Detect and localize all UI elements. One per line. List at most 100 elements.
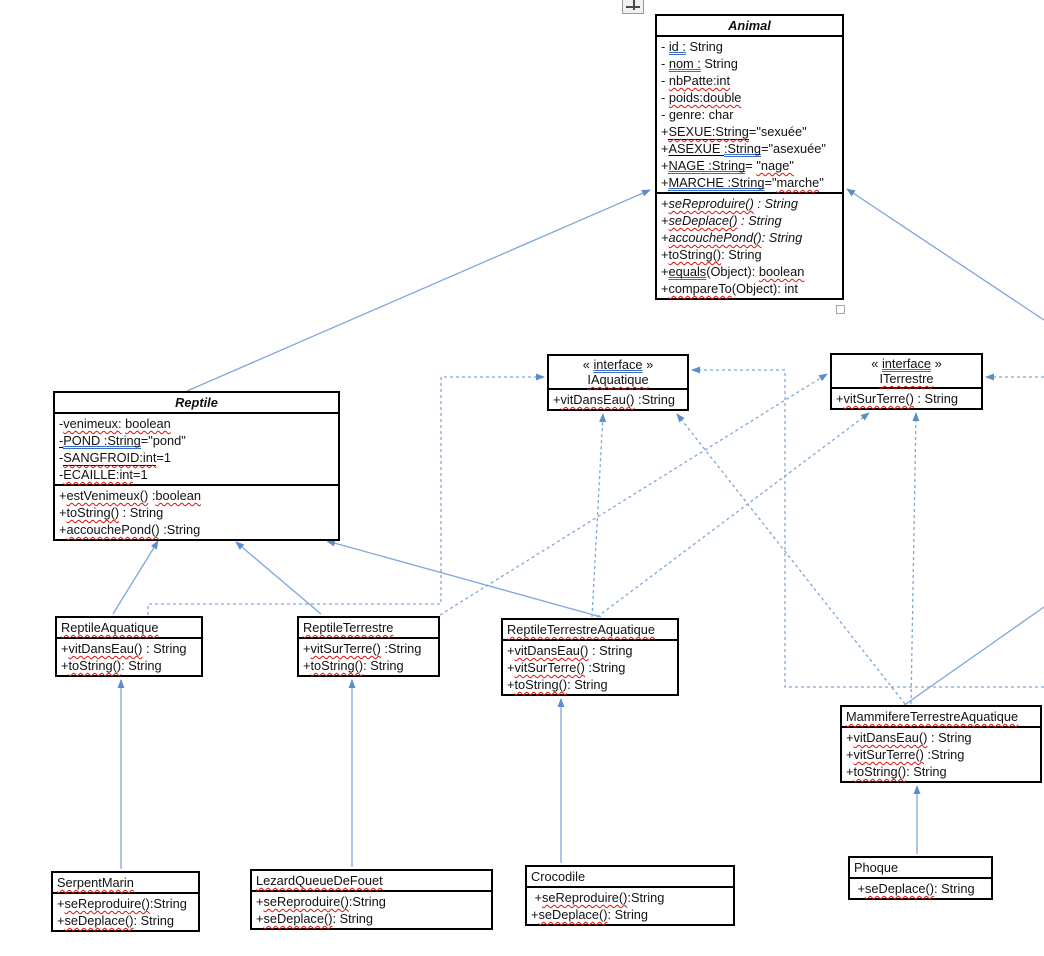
class-compartment: -venimeux: boolean -POND :String="pond"-S… (55, 412, 338, 484)
connector-reptileterrestre-extends-reptile[interactable] (235, 541, 322, 615)
class-title: IAquatique (587, 372, 649, 387)
class-header: Animal (657, 16, 842, 35)
member-line: +seDeplace(): String (854, 881, 975, 896)
class-title: MammifereTerrestreAquatique (846, 709, 1019, 724)
member-line: - nbPatte:int (661, 73, 731, 88)
class-title: ITerrestre (879, 371, 934, 386)
class-header: ReptileTerrestre (299, 618, 438, 637)
connector-offscreen-implements-iaquatique[interactable] (691, 366, 1044, 688)
member-line: +equals(Object): boolean (661, 264, 805, 279)
move-handle-icon[interactable] (622, 0, 644, 14)
class-compartment: +seReproduire():String +seDeplace(): Stri… (527, 886, 733, 924)
member-line: +accouchePond(): String (661, 230, 803, 245)
class-header: ReptileAquatique (57, 618, 201, 637)
member-line: +vitDansEau() : String (507, 643, 633, 658)
member-line: +toString(): String (507, 677, 608, 692)
member-line: +vitDansEau() : String (61, 641, 187, 656)
member-line: -POND :String="pond" (59, 433, 186, 449)
class-box-animal[interactable]: Animal - id : String - nom : String - nbPat… (655, 14, 844, 300)
class-title: ReptileTerrestre (303, 620, 394, 635)
class-title: LezardQueueDeFouet (256, 873, 383, 888)
member-line: +ASEXUE :String="asexuée" (661, 141, 826, 156)
member-line: +SEXUE:String="sexuée" (661, 124, 807, 140)
member-line: +NAGE :String= "nage" (661, 158, 794, 174)
class-header: LezardQueueDeFouet (252, 871, 491, 890)
connector-rta-implements-iterrestre[interactable] (596, 412, 870, 618)
class-header: Phoque (850, 858, 991, 877)
class-title: Phoque (854, 860, 899, 875)
member-line: +seReproduire() : String (661, 196, 798, 211)
class-compartment: - id : String - nom : String - nbPatte:int… (657, 35, 842, 192)
resize-square-icon[interactable] (836, 305, 845, 314)
member-line: -venimeux: boolean (59, 416, 171, 431)
member-line: - nom : String (661, 56, 738, 71)
member-line: +toString(): String (303, 658, 404, 673)
class-box-mammifereterrestreaquatique[interactable]: MammifereTerrestreAquatique +vitDansEau()… (840, 705, 1042, 783)
member-line: +vitDansEau() : String (846, 730, 972, 745)
member-line: +MARCHE :String="marche" (661, 175, 824, 191)
class-header: Reptile (55, 393, 338, 412)
class-box-iaquatique[interactable]: « interface »IAquatique +vitDansEau() :St… (547, 354, 689, 411)
class-compartment: +vitDansEau() :String (549, 388, 687, 409)
member-line: -ECAILLE:int=1 (59, 467, 148, 482)
class-title: Reptile (175, 395, 218, 410)
class-box-reptile[interactable]: Reptile -venimeux: boolean -POND :String="… (53, 391, 340, 541)
class-compartment: +seDeplace(): String (850, 877, 991, 898)
class-box-serpentmarin[interactable]: SerpentMarin +seReproduire():String+seDep… (51, 871, 200, 932)
class-title: SerpentMarin (57, 875, 134, 890)
member-line: - poids:double (661, 90, 742, 105)
connector-rta-implements-iaquatique[interactable] (591, 413, 607, 618)
class-title: Animal (728, 18, 771, 33)
class-compartment: +vitDansEau() : String +toString(): Strin… (57, 637, 201, 675)
class-compartment: +vitDansEau() : String +vitSurTerre() :St… (842, 726, 1040, 781)
class-compartment: +seReproduire() : String +seDeplace() : S… (657, 192, 842, 298)
class-title: Crocodile (531, 869, 586, 884)
connector-reptileterrestre-implements-iterrestre[interactable] (439, 373, 828, 616)
connector-mammifere-extends-offscreen-right[interactable] (902, 606, 1044, 707)
member-line: +vitDansEau() :String (553, 392, 675, 407)
class-header: SerpentMarin (53, 873, 198, 892)
class-box-reptileterrestreaquatique[interactable]: ReptileTerrestreAquatique +vitDansEau() :… (501, 618, 679, 696)
class-compartment: +seReproduire():String+seDeplace(): Stri… (53, 892, 198, 930)
member-line: - id : String (661, 39, 723, 54)
member-line: +seDeplace(): String (531, 907, 649, 922)
member-line: +seDeplace(): String (256, 911, 374, 926)
member-line: +toString(): String (846, 764, 947, 779)
connector-reptileaquatique-implements-iaquatique[interactable] (147, 373, 545, 615)
class-box-reptileterrestre[interactable]: ReptileTerrestre +vitSurTerre() :String+t… (297, 616, 440, 677)
member-line: +seDeplace(): String (57, 913, 175, 928)
member-line: +toString(): String (61, 658, 162, 673)
connector-reptileaquatique-extends-reptile[interactable] (112, 540, 159, 615)
member-line: +compareTo(Object): int (661, 281, 798, 296)
stereotype-label: « interface » (582, 357, 654, 372)
member-line: -SANGFROID:int=1 (59, 450, 172, 466)
member-line: +seReproduire():String (531, 890, 665, 905)
member-line: - genre: char (661, 107, 734, 122)
class-box-crocodile[interactable]: Crocodile +seReproduire():String +seDepla… (525, 865, 735, 926)
connector-mammifere-implements-iaquatique[interactable] (676, 413, 906, 705)
member-line: +vitSurTerre() :String (846, 747, 965, 762)
class-compartment: +vitSurTerre() :String+toString(): Strin… (299, 637, 438, 675)
member-line: +vitSurTerre() :String (507, 660, 626, 675)
class-compartment: +vitDansEau() : String +vitSurTerre() :St… (503, 639, 677, 694)
class-compartment: +vitSurTerre() : String (832, 387, 981, 408)
connector-reptile-extends-animal[interactable] (186, 189, 651, 392)
move-cross-icon (633, 0, 635, 10)
class-compartment: +estVenimeux() :boolean +toString() : Str… (55, 484, 338, 539)
class-title: ReptileAquatique (61, 620, 159, 635)
class-box-reptileaquatique[interactable]: ReptileAquatique +vitDansEau() : String +t… (55, 616, 203, 677)
connector-offscreen-right-extends-animal[interactable] (846, 188, 1044, 321)
member-line: +vitSurTerre() : String (836, 391, 958, 406)
member-line: +seDeplace() : String (661, 213, 782, 228)
class-header: MammifereTerrestreAquatique (842, 707, 1040, 726)
class-title: ReptileTerrestreAquatique (507, 622, 655, 637)
member-line: +toString() : String (59, 505, 164, 520)
member-line: +toString(): String (661, 247, 762, 262)
connector-reptileterrestreaquatique-extends-reptile[interactable] (326, 539, 602, 618)
class-box-iterrestre[interactable]: « interface »ITerrestre+vitSurTerre() : … (830, 353, 983, 410)
class-box-lezardqueuedefouet[interactable]: LezardQueueDeFouet+seReproduire():String… (250, 869, 493, 930)
class-box-phoque[interactable]: Phoque +seDeplace(): String (848, 856, 993, 900)
member-line: +estVenimeux() :boolean (59, 488, 201, 503)
connector-mammifere-implements-iterrestre[interactable] (910, 412, 920, 705)
